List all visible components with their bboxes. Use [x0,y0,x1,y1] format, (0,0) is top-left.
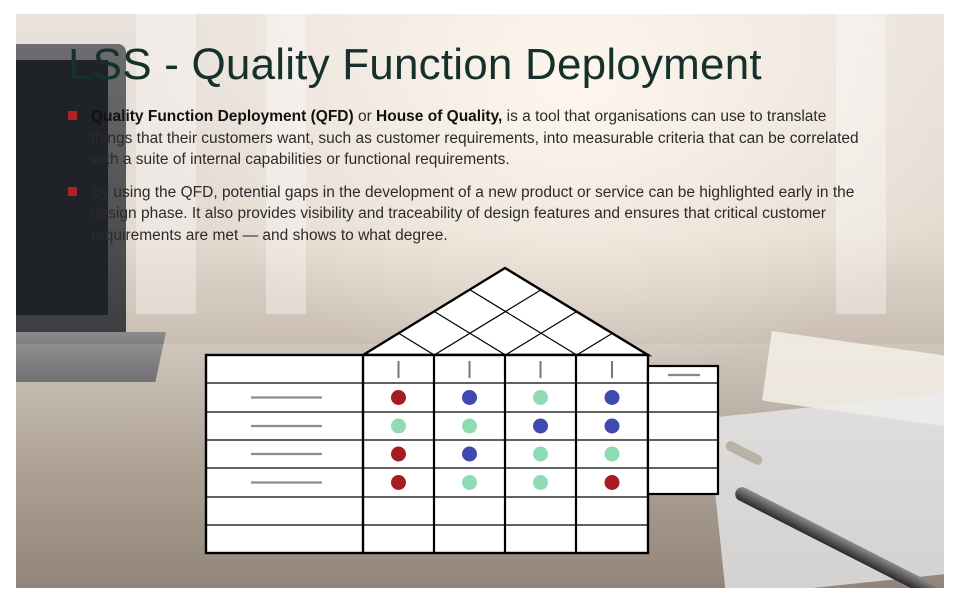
page-title: LSS - Quality Function Deployment [68,40,762,89]
relationship-dot [533,446,548,462]
relationship-dot [462,390,477,405]
roof-grid-line [398,332,435,356]
term-house-of-quality: House of Quality, [376,108,503,125]
relationship-dot [604,418,620,434]
house-of-quality-frame [204,266,720,555]
bullet-text: is a tool that organisations can use to … [91,108,859,168]
relationship-dot [391,446,406,462]
bullet-list: Quality Function Deployment (QFD) or Hou… [68,106,868,257]
relationship-dot [462,418,477,434]
relationship-dot [462,475,477,490]
bullet-item: Quality Function Deployment (QFD) or Hou… [68,106,868,171]
window-pane [266,14,306,314]
bullet-text: or [353,108,377,125]
relationship-dot [391,418,406,434]
bullet-square-icon [68,111,77,120]
relationship-dot [533,390,548,405]
window-pane [136,14,196,314]
relationship-dot [391,475,406,490]
roof-grid-line [433,289,542,356]
assessment-panel [646,364,720,496]
relationship-dot [462,446,477,462]
roof-grid-line [469,289,578,356]
term-qfd: Quality Function Deployment (QFD) [91,108,354,125]
relationship-dot [533,475,548,490]
relationship-dot [533,418,548,434]
window-pane [836,14,886,314]
bullet-item: By using the QFD, potential gaps in the … [68,182,868,247]
slide-background [16,14,944,588]
bullet-text: By using the QFD, potential gaps in the … [91,183,855,244]
bullet-square-icon [68,186,77,196]
relationship-dot [604,390,620,405]
roof-grid-line [576,332,613,356]
relationship-dot [604,446,620,462]
relationship-dot [604,475,620,490]
relationship-dot [391,390,406,405]
relationship-matrix [391,390,620,490]
